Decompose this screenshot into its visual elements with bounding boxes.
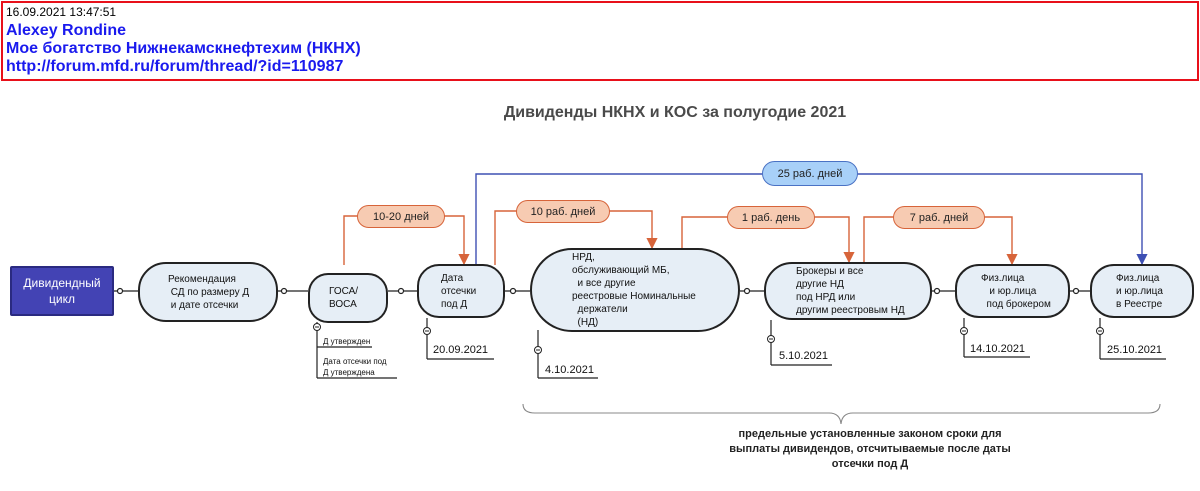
node-recommendation[interactable]: Рекомендация СД по размеру Д и дате отсе… bbox=[138, 262, 278, 322]
period-cutoff-to-nrd: 10 раб. дней bbox=[516, 200, 610, 223]
node-nrd-label: НРД, обслуживающий МБ, и все другие реес… bbox=[572, 252, 696, 328]
node-phys-broker-label: Физ.лица и юр.лица под брокером bbox=[981, 272, 1051, 310]
date-brokers: 5.10.2021 bbox=[779, 350, 828, 362]
node-phys-registry[interactable]: Физ.лица и юр.лица в Реестре bbox=[1090, 264, 1194, 318]
node-nrd[interactable]: НРД, обслуживающий МБ, и все другие реес… bbox=[530, 248, 740, 332]
date-cutoff: 20.09.2021 bbox=[433, 344, 489, 356]
diagram-title: Дивиденды НКНХ и КОС за полугодие 2021 bbox=[503, 104, 847, 121]
node-gosa[interactable]: ГОСА/ ВОСА bbox=[308, 273, 388, 323]
post-url[interactable]: http://forum.mfd.ru/forum/thread/?id=110… bbox=[6, 58, 344, 75]
gosa-note-cutoff-approved: Дата отсечки под Д утверждена bbox=[323, 357, 387, 377]
post-header: 16.09.2021 13:47:51 Alexey Rondine Мое б… bbox=[1, 1, 1199, 81]
date-phys-registry: 25.10.2021 bbox=[1107, 344, 1163, 356]
period-brokers-to-phys: 7 раб. дней bbox=[893, 206, 985, 229]
date-nrd: 4.10.2021 bbox=[545, 364, 594, 376]
node-phys-broker[interactable]: Физ.лица и юр.лица под брокером bbox=[955, 264, 1070, 318]
gosa-note-dividend-approved: Д утвержден bbox=[323, 337, 371, 346]
node-gosa-label: ГОСА/ ВОСА bbox=[329, 286, 359, 310]
post-topic: Мое богатство Нижнекамскнефтехим (НКНХ) bbox=[6, 40, 361, 57]
node-cutoff[interactable]: Дата отсечки под Д bbox=[417, 264, 505, 318]
post-author: Alexey Rondine bbox=[6, 22, 127, 39]
dividend-cycle-label: Дивидендный цикл bbox=[23, 276, 101, 306]
node-cutoff-label: Дата отсечки под Д bbox=[441, 272, 477, 310]
legal-deadline-note: предельные установленные законом сроки д… bbox=[729, 428, 1011, 470]
period-recommendation-to-cutoff: 10-20 дней bbox=[357, 205, 445, 228]
date-phys-broker: 14.10.2021 bbox=[970, 343, 1026, 355]
node-phys-registry-label: Физ.лица и юр.лица в Реестре bbox=[1116, 272, 1163, 310]
node-recommendation-label: Рекомендация СД по размеру Д и дате отсе… bbox=[168, 273, 250, 311]
period-nrd-to-brokers: 1 раб. день bbox=[727, 206, 815, 229]
node-brokers[interactable]: Брокеры и все другие НД под НРД или друг… bbox=[764, 262, 932, 320]
period-cutoff-to-registry: 25 раб. дней bbox=[762, 161, 858, 186]
node-brokers-label: Брокеры и все другие НД под НРД или друг… bbox=[796, 266, 905, 316]
post-timestamp: 16.09.2021 13:47:51 bbox=[6, 5, 117, 19]
dividend-cycle-node[interactable]: Дивидендный цикл bbox=[10, 266, 114, 316]
